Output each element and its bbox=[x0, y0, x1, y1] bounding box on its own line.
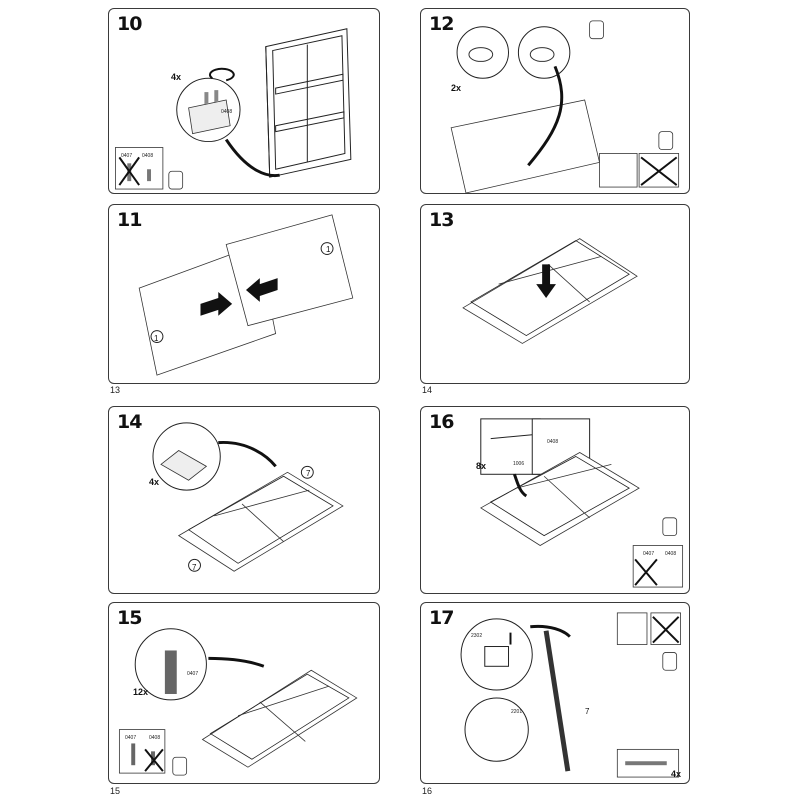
step-14-panel: 14 4x 7 7 bbox=[108, 406, 380, 594]
step-12-illustration bbox=[450, 20, 680, 193]
step-15-panel: 15 12x 0407 0407 0408 bbox=[108, 602, 380, 784]
step-number: 16 bbox=[429, 411, 454, 433]
step-13-illustration bbox=[462, 238, 638, 344]
page-number: 13 bbox=[110, 385, 121, 395]
step-12-panel: 12 2x bbox=[420, 8, 690, 194]
step-11-panel: 11 1 1 bbox=[108, 204, 380, 384]
step-16-panel: 16 8x 1006 0408 0407 0408 bbox=[420, 406, 690, 594]
page-number: 15 bbox=[110, 786, 121, 796]
step-14-illustration bbox=[152, 422, 344, 572]
step-13-panel: 13 bbox=[420, 204, 690, 384]
step-number: 10 bbox=[117, 13, 142, 35]
step-11-illustration bbox=[138, 214, 354, 376]
arrow-icon bbox=[536, 264, 556, 298]
step-15-illustration bbox=[118, 628, 358, 776]
step-number: 17 bbox=[429, 607, 454, 629]
step-17-panel: 17 2302 2201 7 4x bbox=[420, 602, 690, 784]
step-16-illustration bbox=[480, 418, 684, 588]
step-number: 13 bbox=[429, 209, 454, 231]
step-17-illustration bbox=[460, 612, 682, 778]
info-booklet-icon bbox=[172, 756, 188, 776]
info-booklet-icon bbox=[662, 517, 678, 537]
step-10-illustration bbox=[115, 28, 352, 190]
info-booklet-icon bbox=[658, 131, 674, 150]
step-number: 14 bbox=[117, 411, 142, 433]
arrow-icon bbox=[200, 292, 233, 316]
step-number: 11 bbox=[117, 209, 142, 231]
page-number: 14 bbox=[422, 385, 433, 395]
info-booklet-icon bbox=[662, 652, 678, 671]
info-booklet-icon bbox=[168, 170, 184, 190]
step-10-panel: 10 4x 0408 0407 0408 bbox=[108, 8, 380, 194]
arrow-icon bbox=[245, 278, 278, 302]
page-number: 16 bbox=[422, 786, 433, 796]
step-number: 15 bbox=[117, 607, 142, 629]
step-number: 12 bbox=[429, 13, 454, 35]
